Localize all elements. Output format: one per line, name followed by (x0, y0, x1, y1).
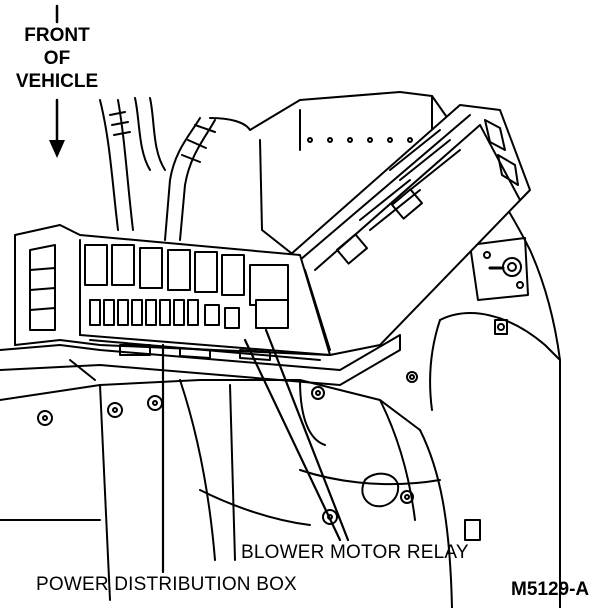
blower-motor-relay (249, 264, 289, 329)
front-label-line1: FRONT (24, 25, 90, 46)
blower-motor-relay-label: BLOWER MOTOR RELAY (241, 542, 469, 563)
rear-module (249, 91, 433, 261)
fuse-row (89, 299, 240, 329)
front-label-line2: OF (43, 48, 71, 69)
mounting-rail (0, 334, 401, 386)
front-of-vehicle-label: FRONT OF VEHICLE (2, 26, 112, 91)
figure-code: M5129-A (511, 579, 590, 600)
leader-lines (161, 328, 350, 574)
inner-fender-frame (0, 371, 481, 608)
power-distribution-box (14, 224, 331, 361)
mounting-bracket (469, 237, 529, 301)
front-direction-arrow-icon (49, 4, 65, 158)
front-label-line3: VEHICLE (15, 71, 99, 92)
power-distribution-box-label: POWER DISTRIBUTION BOX (36, 574, 297, 595)
relay-blocks (84, 244, 245, 296)
wiring-harness (99, 97, 251, 241)
